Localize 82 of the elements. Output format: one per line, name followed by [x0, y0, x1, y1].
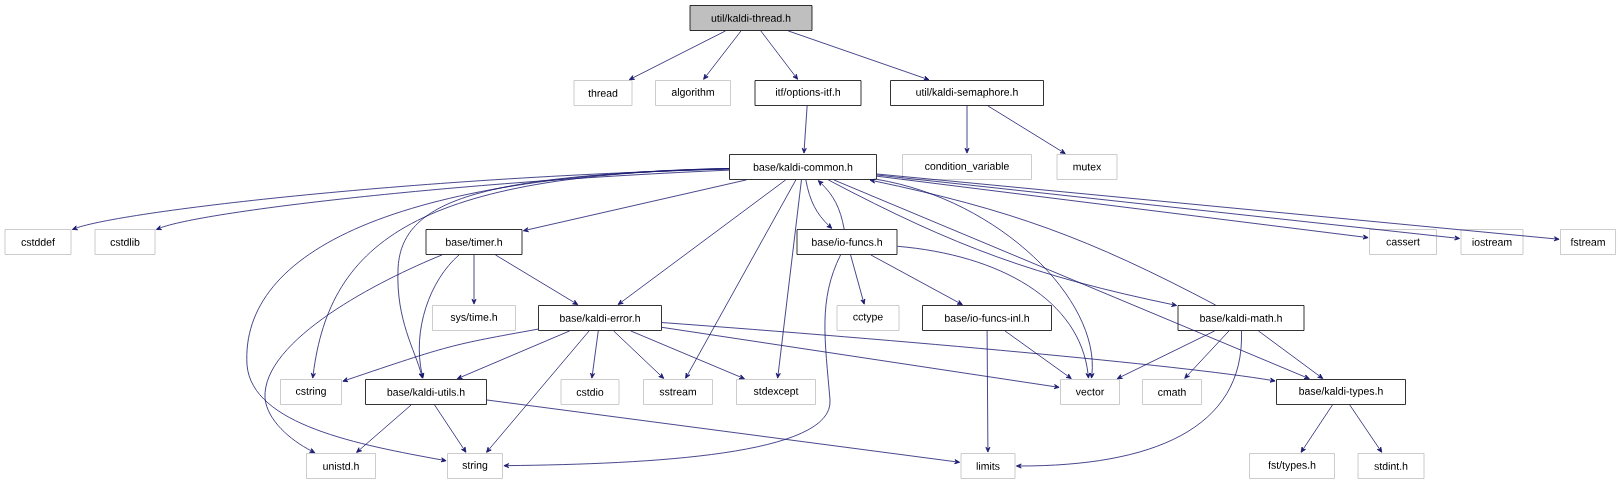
- arrow: [628, 30, 726, 81]
- header-box: limits: [960, 453, 1016, 479]
- header-box: iostream: [1460, 229, 1524, 255]
- header-box: cstdio: [560, 379, 620, 405]
- header-box: base/kaldi-math.h: [1177, 305, 1305, 331]
- arrow: [1349, 404, 1383, 453]
- header-box: cstddef: [4, 229, 72, 255]
- header-box: sstream: [643, 379, 713, 405]
- arrow: [1258, 330, 1324, 379]
- arrow: [801, 105, 808, 154]
- header-box: base/kaldi-types.h: [1276, 379, 1406, 405]
- header-box: cmath: [1142, 379, 1202, 405]
- arrow: [434, 404, 467, 453]
- arrow: [817, 180, 845, 230]
- arrow: [661, 326, 1060, 390]
- header-box: cassert: [1369, 229, 1437, 255]
- arrow: [897, 245, 1091, 379]
- arrow: [523, 179, 747, 233]
- header-box: base/timer.h: [425, 229, 523, 255]
- arrow: [1184, 330, 1230, 379]
- arrow: [503, 254, 841, 469]
- arrow: [870, 254, 963, 305]
- arrow: [495, 254, 579, 305]
- arrow: [1004, 330, 1072, 379]
- arrow: [613, 330, 665, 379]
- header-box: unistd.h: [306, 453, 376, 479]
- header-box: base/kaldi-error.h: [538, 305, 662, 331]
- header-box: string: [447, 453, 503, 479]
- header-box: condition_variable: [902, 154, 1032, 180]
- arrow: [630, 330, 745, 380]
- header-box: cctype: [836, 305, 900, 331]
- header-box: util/kaldi-semaphore.h: [890, 80, 1044, 106]
- header-box: mutex: [1056, 154, 1118, 180]
- arrow: [617, 179, 787, 305]
- arrow: [985, 330, 991, 453]
- arrow: [486, 399, 960, 465]
- arrow: [850, 254, 866, 305]
- arrow: [342, 328, 539, 383]
- arrow: [356, 404, 412, 453]
- header-box: base/kaldi-common.h: [729, 154, 877, 180]
- header-box: fst/types.h: [1249, 453, 1335, 479]
- header-box: itf/options-itf.h: [754, 80, 862, 106]
- header-box: cstdlib: [94, 229, 156, 255]
- arrow: [703, 30, 742, 80]
- header-box: base/io-funcs-inl.h: [922, 305, 1052, 331]
- header-box: sys/time.h: [432, 305, 516, 331]
- arrow: [787, 30, 930, 81]
- header-box: thread: [573, 80, 633, 106]
- arrow: [264, 254, 443, 454]
- arrow: [876, 178, 1095, 379]
- arrow: [471, 254, 477, 305]
- arrow: [155, 169, 730, 230]
- arrow: [685, 179, 797, 379]
- arrow: [869, 178, 1217, 306]
- header-box: util/kaldi-thread.h: [689, 5, 813, 31]
- arrow: [827, 179, 1177, 307]
- arrow: [418, 254, 460, 379]
- header-box: vector: [1060, 379, 1120, 405]
- header-box: stdint.h: [1357, 453, 1425, 479]
- arrow: [590, 330, 599, 379]
- arrow: [456, 330, 571, 380]
- arrow: [876, 173, 1560, 242]
- arrow: [397, 168, 730, 379]
- arrow: [1116, 330, 1216, 380]
- arrow: [760, 30, 798, 80]
- header-box: base/kaldi-utils.h: [365, 379, 487, 405]
- arrow: [805, 179, 833, 229]
- arrow: [661, 322, 1276, 383]
- arrow: [876, 175, 1369, 240]
- arrow: [1016, 330, 1242, 469]
- header-box: cstring: [280, 379, 342, 405]
- arrow: [1300, 404, 1333, 453]
- header-box: base/io-funcs.h: [796, 229, 898, 255]
- header-box: fstream: [1560, 229, 1616, 255]
- arrow: [486, 330, 590, 453]
- header-box: algorithm: [655, 80, 731, 106]
- header-box: stdexcept: [736, 379, 816, 405]
- arrow: [987, 105, 1066, 154]
- arrow: [876, 174, 1460, 241]
- arrow: [775, 179, 802, 379]
- arrow: [833, 179, 1310, 380]
- arrow: [964, 105, 970, 154]
